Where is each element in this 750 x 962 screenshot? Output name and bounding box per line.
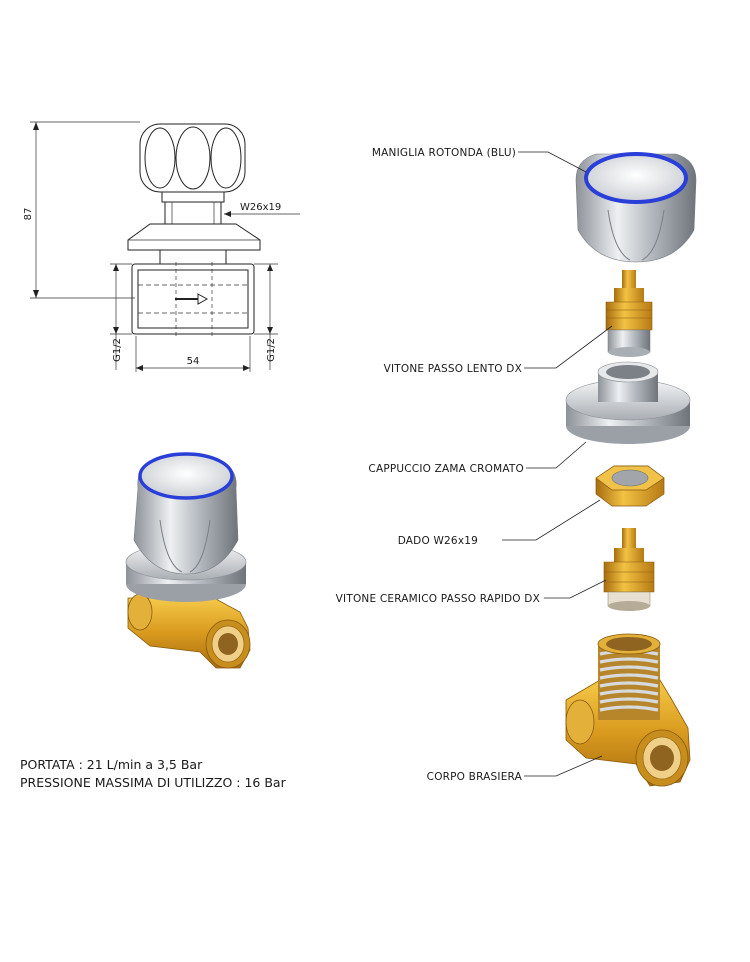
label-cartridge-slow: VITONE PASSO LENTO DX xyxy=(384,363,522,375)
part-brass-body xyxy=(565,633,691,787)
technical-drawing: 87 W26x19 G1/2 xyxy=(23,121,300,372)
label-nut: DADO W26x19 xyxy=(398,535,478,547)
dimension-inlet-left: G1/2 xyxy=(112,338,123,362)
part-nut xyxy=(595,465,665,507)
label-brass-body: CORPO BRASIERA xyxy=(427,771,523,783)
handle-outline xyxy=(139,123,246,193)
part-cartridge-slow xyxy=(605,270,653,357)
dimension-height: 87 xyxy=(23,208,34,221)
label-chrome-cap: CAPPUCCIO ZAMA CROMATO xyxy=(368,463,524,475)
leader-lines xyxy=(502,151,613,777)
spec-flow-rate: PORTATA : 21 L/min a 3,5 Bar xyxy=(20,757,203,772)
dimension-thread: W26x19 xyxy=(240,202,281,213)
part-cartridge-ceramic xyxy=(603,528,655,611)
label-cartridge-ceramic: VITONE CERAMICO PASSO RAPIDO DX xyxy=(336,593,540,605)
spec-max-pressure: PRESSIONE MASSIMA DI UTILIZZO : 16 Bar xyxy=(20,775,286,790)
part-handle xyxy=(575,152,697,263)
assembled-valve-illustration xyxy=(125,452,251,669)
part-chrome-cap xyxy=(565,361,691,444)
exploded-view: MANIGLIA ROTONDA (BLU) VITONE PASSO LENT… xyxy=(336,147,697,787)
dimension-width: 54 xyxy=(187,356,200,367)
label-handle: MANIGLIA ROTONDA (BLU) xyxy=(372,147,516,159)
dimension-inlet-right: G1/2 xyxy=(266,338,277,362)
